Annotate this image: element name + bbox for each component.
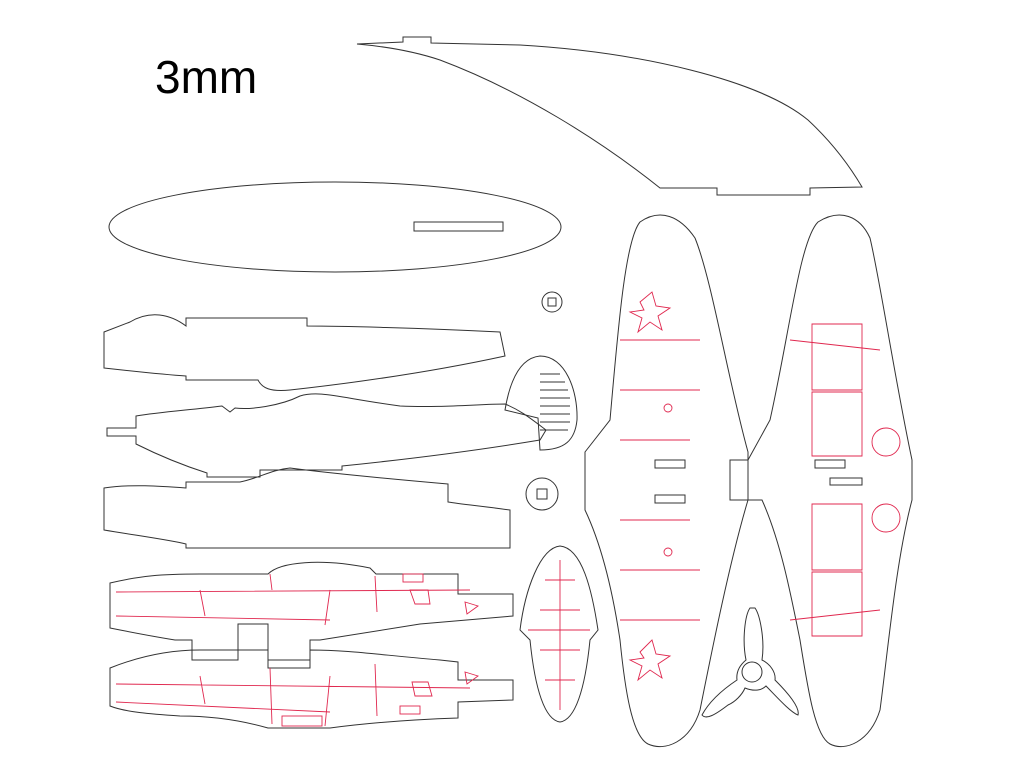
fuselage-profile-lower bbox=[103, 467, 511, 549]
wing-bottom-view bbox=[584, 214, 749, 748]
fuselage-side-left bbox=[109, 561, 514, 661]
washer-large bbox=[525, 477, 559, 511]
tailplane bbox=[519, 545, 599, 723]
wing-top-view bbox=[747, 214, 913, 748]
horizontal-stabilizer-disc bbox=[108, 181, 562, 273]
washer-small bbox=[541, 291, 563, 313]
fuselage-profile-middle bbox=[106, 393, 547, 478]
propeller bbox=[701, 607, 799, 718]
fuselage-side-right bbox=[109, 649, 514, 729]
fuselage-profile-upper bbox=[103, 314, 506, 391]
top-wing-spar bbox=[356, 36, 863, 196]
material-thickness-label: 3mm bbox=[155, 51, 258, 103]
tail-fin bbox=[504, 355, 578, 451]
